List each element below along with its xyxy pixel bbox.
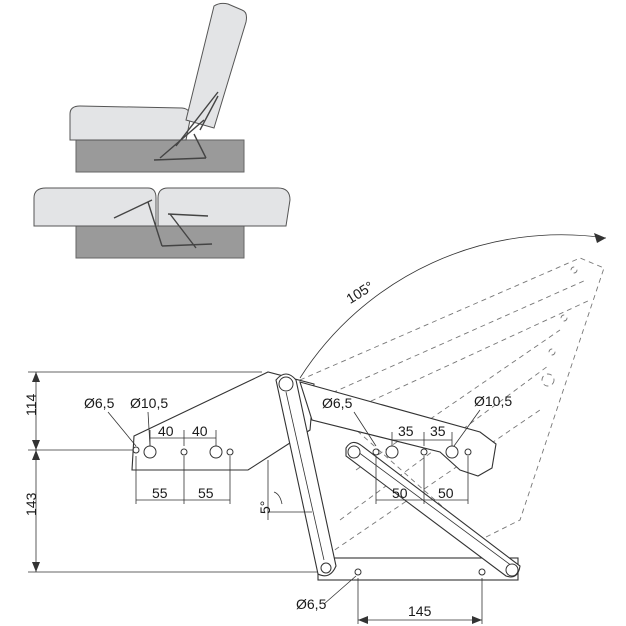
bed-cushion-right	[157, 187, 291, 227]
dim-height-top: 114	[23, 393, 39, 416]
back-hole-3	[420, 448, 428, 456]
dim-right-pitch-a: 50	[392, 485, 408, 501]
sofa-backrest	[185, 2, 247, 129]
mini-mechanism-seated	[153, 91, 219, 161]
mini-mechanism-bed	[113, 199, 213, 249]
main-link-right	[345, 441, 521, 578]
arc-arrowhead	[594, 233, 606, 243]
sofa-bed-illustration	[33, 187, 291, 259]
tilt-angle-label: 5°	[257, 501, 273, 514]
label-left-large-hole: Ø10,5	[130, 395, 168, 411]
back-hole-large	[445, 445, 459, 459]
label-left-small-hole: Ø6,5	[84, 395, 115, 411]
base-hole-1	[354, 568, 362, 576]
label-right-small-hole: Ø6,5	[322, 395, 353, 411]
dim-left-spacing-b: 40	[192, 423, 208, 439]
back-hole-5	[464, 448, 472, 456]
sofa-seat-cushion	[69, 105, 191, 141]
seat-plate	[131, 371, 315, 471]
back-hole-2	[385, 445, 399, 459]
label-right-large-hole: Ø10,5	[474, 393, 512, 409]
dim-right-pitch-b: 50	[438, 485, 454, 501]
back-hole-small	[372, 448, 380, 456]
dim-left-spacing-a: 40	[158, 423, 174, 439]
sofa-seated-illustration	[69, 2, 247, 173]
dim-bottom-length: 145	[408, 603, 432, 619]
seat-hole-2	[180, 448, 188, 456]
bed-cushion-left	[33, 187, 157, 227]
base-hole-2	[478, 568, 486, 576]
dim-right-spacing-b: 35	[430, 423, 446, 439]
dim-height-bottom: 143	[23, 492, 39, 516]
seat-hole-3	[209, 445, 223, 459]
label-bottom-hole: Ø6,5	[296, 596, 327, 612]
main-link-left	[275, 373, 337, 577]
opening-angle-arc	[299, 234, 607, 379]
seat-hole-large	[143, 445, 157, 459]
opening-angle-label: 105°	[343, 278, 376, 307]
seat-hole-4	[226, 448, 234, 456]
sofa-frame-base	[75, 139, 245, 173]
dim-left-pitch-a: 55	[152, 485, 168, 501]
dim-right-spacing-a: 35	[398, 423, 414, 439]
dim-left-pitch-b: 55	[198, 485, 214, 501]
